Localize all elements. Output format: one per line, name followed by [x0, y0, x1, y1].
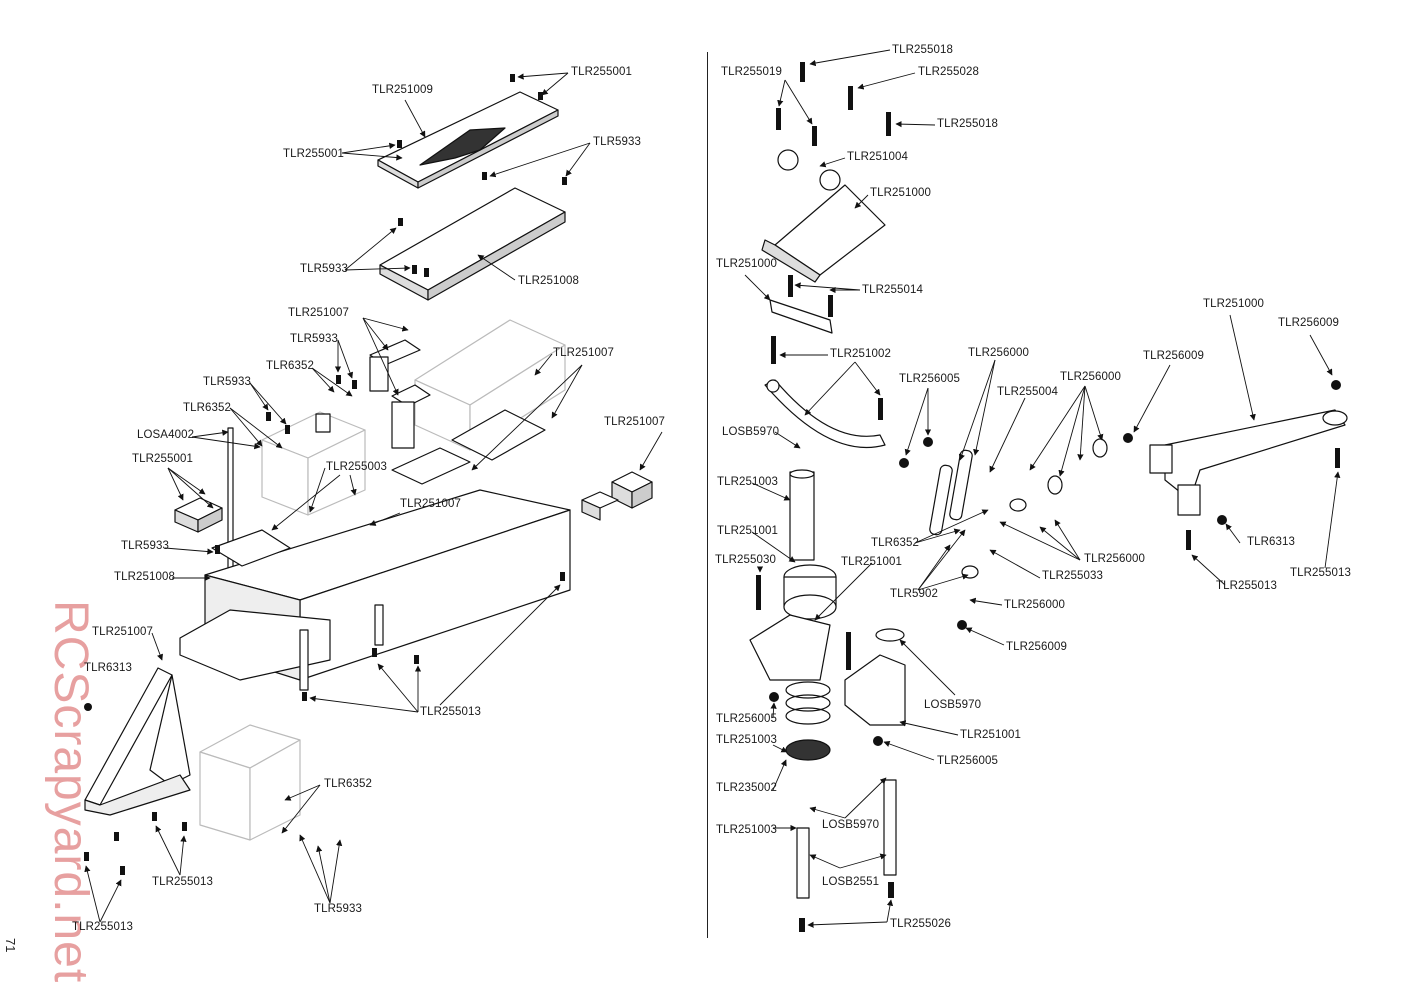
part-label: TLR256005	[716, 713, 777, 725]
part-label: TLR251001	[841, 556, 902, 568]
part-label: TLR6352	[871, 537, 920, 549]
part-label: TLR251004	[847, 151, 908, 163]
shock-body	[789, 471, 815, 561]
part-label: TLR255001	[571, 66, 632, 78]
part-label: TLR255019	[721, 66, 782, 78]
part-label: TLR6352	[266, 360, 315, 372]
part-label: TLR255033	[1042, 570, 1103, 582]
part-label: TLR5933	[203, 376, 252, 388]
part-label: TLR256005	[937, 755, 998, 767]
part-label: TLR255001	[132, 453, 193, 465]
chassis-tray	[179, 489, 571, 691]
steering-rack	[769, 299, 833, 334]
part-label: TLR255004	[997, 386, 1058, 398]
part-label: TLR6352	[324, 778, 373, 790]
hardware-screws	[84, 62, 1341, 932]
part-label: LOSA4002	[137, 429, 195, 441]
spring	[785, 681, 831, 725]
part-label: TLR251007	[92, 626, 153, 638]
leader-lines	[84, 49, 1341, 928]
part-label: LOSB5970	[924, 699, 982, 711]
part-label: TLR5933	[300, 263, 349, 275]
part-label: TLR251007	[288, 307, 349, 319]
part-label: TLR251002	[830, 348, 891, 360]
speed-control	[199, 724, 301, 841]
part-label: LOSB2551	[822, 876, 880, 888]
part-label: TLR256000	[1004, 599, 1065, 611]
part-label: TLR5933	[314, 903, 363, 915]
part-label: TLR251007	[553, 347, 614, 359]
part-label: TLR256009	[1006, 641, 1067, 653]
part-label: TLR251003	[716, 734, 777, 746]
part-label: LOSB5970	[822, 819, 880, 831]
part-label: TLR255028	[918, 66, 979, 78]
part-label: TLR251003	[717, 476, 778, 488]
part-label: TLR251001	[717, 525, 778, 537]
part-label: TLR251007	[400, 498, 461, 510]
part-label: TLR6313	[1247, 536, 1296, 548]
part-label: LOSB5970	[722, 426, 780, 438]
part-label: TLR251000	[870, 187, 931, 199]
part-label: TLR255013	[72, 921, 133, 933]
part-label: TLR255018	[892, 44, 953, 56]
part-label: TLR5933	[290, 333, 339, 345]
part-label: TLR5933	[593, 136, 642, 148]
link-bushing	[766, 379, 780, 393]
part-label: TLR255030	[715, 554, 776, 566]
lid-plate-part	[377, 91, 559, 189]
part-label: TLR251009	[372, 84, 433, 96]
part-label: TLR255014	[862, 284, 923, 296]
part-label: TLR251003	[716, 824, 777, 836]
part-label: TLR6313	[84, 662, 133, 674]
part-label: TLR256009	[1278, 317, 1339, 329]
kingpin-left	[796, 827, 810, 899]
part-label: TLR256000	[968, 347, 1029, 359]
part-label: TLR255001	[283, 148, 344, 160]
page-number: 71	[3, 938, 18, 953]
part-label: TLR251000	[716, 258, 777, 270]
part-label: TLR251008	[518, 275, 579, 287]
part-label: TLR255013	[420, 706, 481, 718]
bumper-stand	[84, 667, 191, 816]
part-label: TLR256000	[1084, 553, 1145, 565]
steering-block	[783, 564, 837, 620]
part-label: TLR255013	[1216, 580, 1277, 592]
spindle-carrier	[844, 628, 906, 726]
connector-block	[581, 471, 653, 521]
suspension-arm	[1149, 409, 1348, 516]
part-label: TLR255013	[152, 876, 213, 888]
part-label: TLR251000	[1203, 298, 1264, 310]
part-label: TLR5933	[121, 540, 170, 552]
part-label: TLR255003	[326, 461, 387, 473]
servo-horn	[315, 413, 331, 433]
watermark: RCScrapyard.net	[38, 600, 98, 983]
part-label: TLR255018	[937, 118, 998, 130]
part-label: TLR256009	[1143, 350, 1204, 362]
part-label: TLR256000	[1060, 371, 1121, 383]
part-label: TLR235002	[716, 782, 777, 794]
caster-block	[749, 614, 831, 681]
kingpin-right	[883, 779, 897, 876]
part-label: TLR256005	[899, 373, 960, 385]
part-label: TLR5902	[890, 588, 939, 600]
steering-post-top	[761, 149, 886, 283]
camber-links	[929, 438, 1108, 579]
receiver-box-lid	[379, 187, 566, 301]
part-label: TLR251007	[604, 416, 665, 428]
page-divider	[707, 52, 708, 938]
part-label: TLR6352	[183, 402, 232, 414]
part-label: TLR255013	[1290, 567, 1351, 579]
spring-collar	[785, 739, 831, 761]
part-label: TLR251008	[114, 571, 175, 583]
switch-block	[174, 497, 223, 533]
part-label: TLR251001	[960, 729, 1021, 741]
part-label: TLR255026	[890, 918, 951, 930]
